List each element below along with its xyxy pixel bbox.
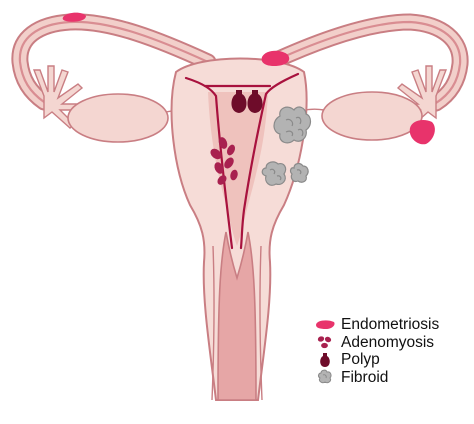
legend-label: Fibroid: [341, 369, 388, 386]
endometriosis-lesion-fundus: [262, 51, 290, 66]
legend-item-adenomyosis: Adenomyosis: [312, 334, 472, 352]
legend-item-fibroid: Fibroid: [312, 369, 472, 387]
legend-label: Adenomyosis: [341, 334, 434, 351]
legend-item-endometriosis: Endometriosis: [312, 316, 472, 334]
legend-label: Polyp: [341, 351, 380, 368]
ovary-right: [322, 92, 422, 140]
adenomyosis-icon: [312, 334, 338, 351]
ovary-left: [68, 94, 168, 142]
legend: Endometriosis Adenomyosis Polyp Fibroid: [312, 316, 472, 386]
polyp-icon: [312, 351, 338, 368]
legend-item-polyp: Polyp: [312, 351, 472, 369]
endometriosis-icon: [312, 316, 338, 333]
fibroid-large: [274, 107, 311, 143]
legend-label: Endometriosis: [341, 316, 439, 333]
fibroid-icon: [312, 369, 338, 386]
endometriosis-lesion-ovary: [410, 120, 435, 144]
